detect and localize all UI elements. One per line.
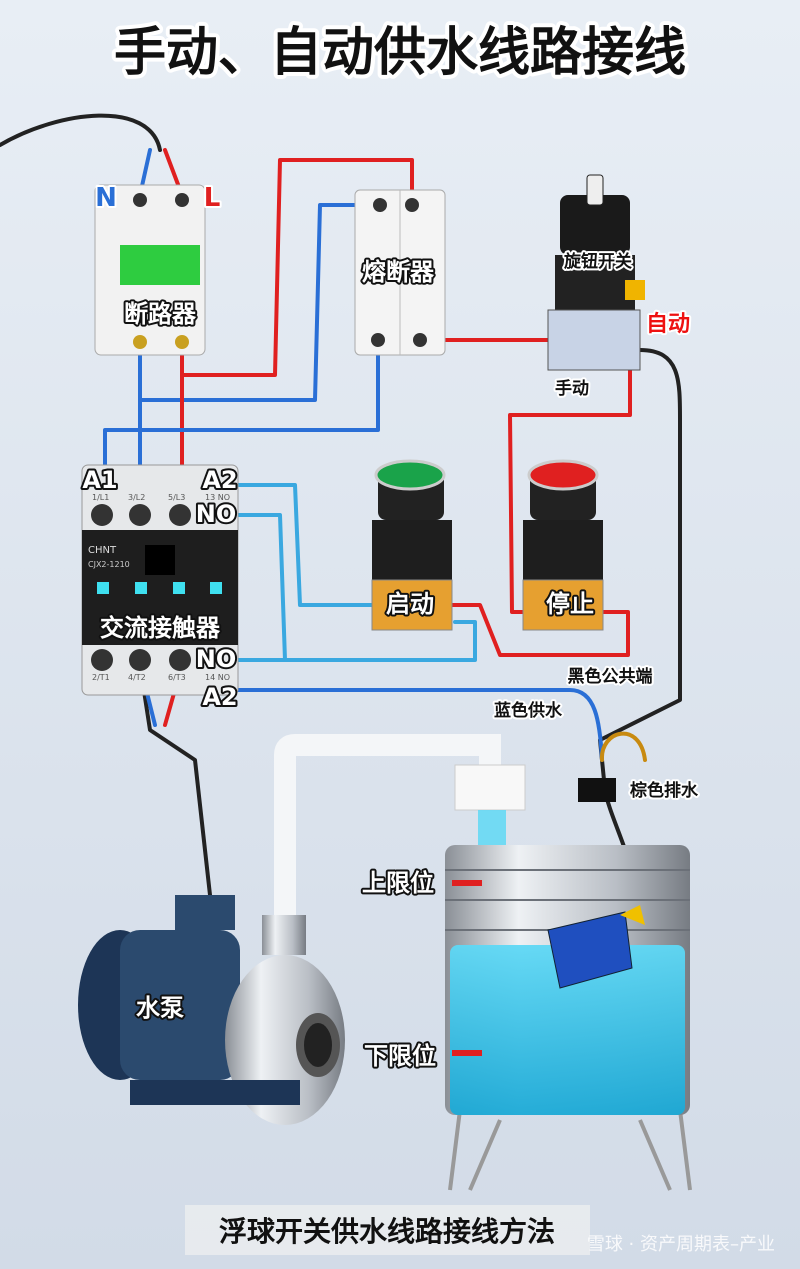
contactor-brand: CHNT xyxy=(88,545,117,556)
no-top-label: NO xyxy=(196,500,237,528)
terminal-14: 14 NO xyxy=(205,673,230,682)
rotary-switch[interactable]: 旋钮开关 xyxy=(547,174,645,371)
contactor-model: CJX2-1210 xyxy=(88,560,130,569)
auto-label: 自动 xyxy=(646,311,690,337)
pipe-outlet xyxy=(454,764,526,811)
ac-contactor: CHNT CJX2-1210 1/L1 3/L2 5/L3 13 NO 2/T1… xyxy=(81,464,239,696)
fuse-to-a1 xyxy=(103,338,380,492)
breaker-switch[interactable] xyxy=(120,245,200,285)
breaker-to-fuse-neutral xyxy=(138,203,382,402)
manual-label: 手动 xyxy=(555,378,589,399)
neutral-label: N xyxy=(95,183,117,213)
start-button[interactable]: 启动 xyxy=(371,459,453,631)
no-bottom-label: NO xyxy=(196,645,237,673)
circuit-breaker: 断路器 xyxy=(94,184,206,356)
green-button-cap[interactable] xyxy=(374,459,446,491)
a1-label: A1 xyxy=(82,466,117,494)
terminal-3: 3/L2 xyxy=(128,493,145,502)
float-cable-clamp xyxy=(578,778,616,802)
terminal-2: 2/T1 xyxy=(92,673,110,682)
water-pump: 水泵 xyxy=(78,895,345,1125)
switch-manual-wire xyxy=(508,368,632,614)
start-stop-wire xyxy=(448,603,630,657)
float-black-wire xyxy=(598,348,682,792)
terminal-13: 13 NO xyxy=(205,493,230,502)
pump-label: 水泵 xyxy=(136,994,184,1022)
water-tank xyxy=(445,845,692,1191)
tank-water xyxy=(450,945,685,1115)
terminal-1: 1/L1 xyxy=(92,493,109,502)
stop-label[interactable]: 停止 xyxy=(544,588,596,620)
page-title: 手动、自动供水线路接线 xyxy=(114,23,686,83)
stop-button[interactable]: 停止 xyxy=(522,459,604,631)
contactor-label: 交流接触器 xyxy=(100,614,221,642)
fuse-holder: 熔断器 xyxy=(354,189,446,356)
live-label: L xyxy=(204,183,221,213)
blue-supply-label: 蓝色供水 xyxy=(494,700,563,721)
a2-top-wire xyxy=(236,483,382,607)
power-cable xyxy=(0,113,162,152)
red-button-cap[interactable] xyxy=(527,459,599,491)
terminal-5: 5/L3 xyxy=(168,493,185,502)
upper-limit-label: 上限位 xyxy=(362,869,434,897)
watermark: 雪球 · 资产周期表–产业 xyxy=(587,1234,775,1255)
upper-limit-marker xyxy=(452,880,482,886)
terminal-6: 6/T3 xyxy=(168,673,186,682)
lower-limit-marker xyxy=(452,1050,482,1056)
terminal-4: 4/T2 xyxy=(128,673,146,682)
breaker-label: 断路器 xyxy=(124,300,197,328)
lower-limit-label: 下限位 xyxy=(364,1042,436,1070)
float-switch xyxy=(547,911,633,989)
rotary-switch-label: 旋钮开关 xyxy=(563,251,632,272)
caption-box xyxy=(185,1205,590,1255)
water-pipe xyxy=(274,734,501,920)
a2-bottom-label: A2 xyxy=(202,683,237,711)
fuse-label: 熔断器 xyxy=(362,258,435,286)
a2-top-label: A2 xyxy=(202,466,237,494)
rotary-knob[interactable] xyxy=(586,174,604,206)
caption: 浮球开关供水线路接线方法 xyxy=(219,1215,555,1248)
a2-bottom-blue-wire xyxy=(236,688,604,762)
brown-drain-label: 棕色排水 xyxy=(630,780,699,801)
start-label[interactable]: 启动 xyxy=(384,588,436,620)
black-common-label: 黑色公共端 xyxy=(568,666,653,687)
pump-cable xyxy=(138,663,212,897)
brown-drain-wire xyxy=(599,731,647,762)
